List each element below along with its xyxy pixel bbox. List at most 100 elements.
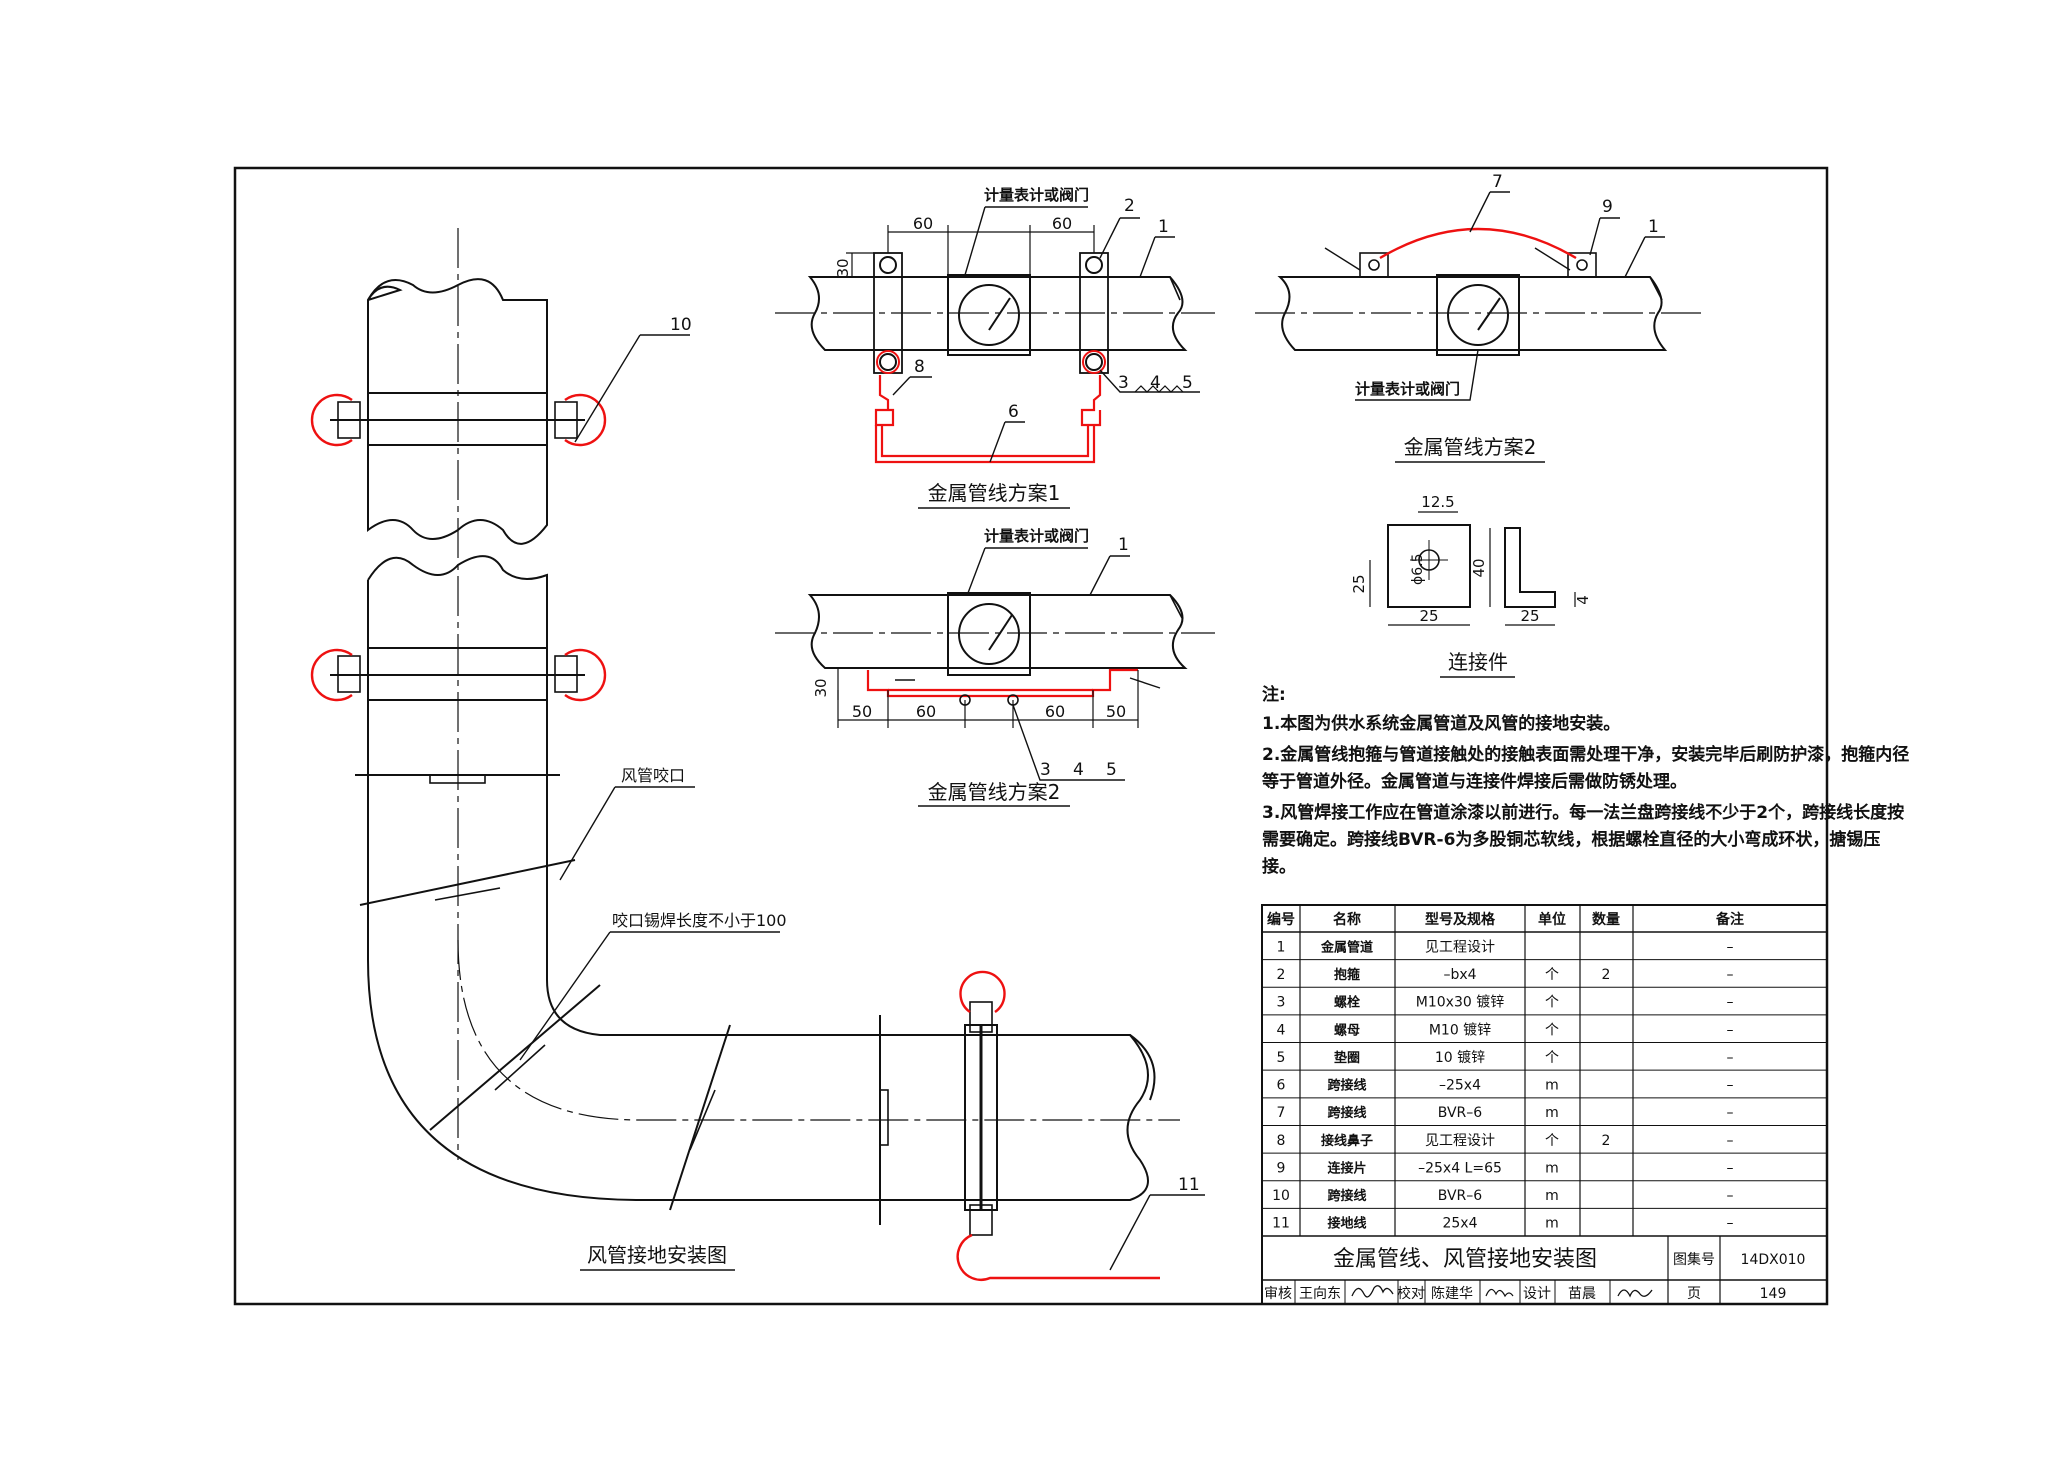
reviewer-name: 王向东 [1299, 1286, 1341, 1302]
dim-phi-6-5: ϕ6.5 [1410, 554, 1426, 586]
table-cell-name: 连接片 [1327, 1160, 1366, 1176]
page-label: 页 [1687, 1286, 1701, 1302]
dim-40: 40 [1470, 558, 1488, 577]
table-header-remark: 备注 [1715, 911, 1744, 928]
table-cell-spec: –bx4 [1443, 967, 1476, 983]
table-cell-no: 6 [1277, 1078, 1286, 1094]
table-cell-remark: – [1727, 1022, 1734, 1038]
dim-30: 30 [834, 258, 852, 277]
table-cell-no: 11 [1272, 1216, 1290, 1232]
table-cell-unit: m [1545, 1216, 1559, 1232]
table-cell-name: 垫圈 [1334, 1050, 1360, 1066]
callout-2: 2 [1124, 196, 1135, 216]
review-label: 审核 [1264, 1286, 1292, 1302]
table-cell-name: 螺母 [1334, 1022, 1360, 1038]
bom-table-grid [1261, 904, 1828, 1305]
connector-drawing [1369, 511, 1576, 678]
scheme2-drawing [1255, 191, 1705, 463]
table-cell-no: 7 [1277, 1105, 1286, 1121]
title-block: 金属管线、风管接地安装图 图集号 14DX010 审核 王向东 校对 陈建华 设… [1264, 1247, 1805, 1302]
checker-name: 陈建华 [1431, 1285, 1473, 1302]
table-cell-no: 5 [1277, 1050, 1286, 1066]
table-cell-spec: 10 镀锌 [1435, 1049, 1485, 1066]
table-cell-remark: – [1727, 967, 1734, 983]
table-cell-spec: –25x4 L=65 [1418, 1160, 1502, 1176]
seam-weld-label: 咬口锡焊长度不小于100 [612, 911, 787, 930]
page-number: 149 [1760, 1286, 1787, 1302]
table-cell-spec: 见工程设计 [1425, 939, 1495, 955]
callout-4: 4 [1150, 373, 1161, 393]
note-line-5: 需要确定。跨接线BVR-6为多股铜芯软线，根据螺栓直径的大小弯成环状，搪锡压 [1262, 830, 1881, 850]
dim-60: 60 [913, 214, 933, 233]
designer-name: 苗晨 [1568, 1286, 1596, 1302]
table-header-name: 名称 [1333, 911, 1361, 928]
table-cell-unit: m [1545, 1105, 1559, 1121]
callout-1: 1 [1158, 217, 1169, 237]
callout-3: 3 [1040, 760, 1051, 780]
table-cell-spec: –25x4 [1439, 1078, 1481, 1094]
table-cell-spec: BVR–6 [1438, 1188, 1482, 1204]
table-cell-spec: 25x4 [1442, 1216, 1477, 1232]
table-cell-name: 接线鼻子 [1321, 1133, 1373, 1149]
table-cell-no: 4 [1277, 1022, 1286, 1038]
table-cell-unit: 个 [1545, 967, 1559, 983]
duct-grounding-drawing [310, 228, 1205, 1281]
dim-12-5: 12.5 [1421, 493, 1454, 511]
table-header-qty: 数量 [1592, 911, 1620, 928]
table-cell-spec: BVR–6 [1438, 1105, 1482, 1121]
notes-heading: 注: [1262, 685, 1286, 705]
table-cell-spec: M10x30 镀锌 [1416, 994, 1504, 1011]
table-cell-unit: 个 [1545, 995, 1559, 1011]
scheme1b-title: 金属管线方案2 [928, 780, 1061, 804]
table-cell-qty: 2 [1602, 1133, 1611, 1149]
note-line-2: 2.金属管线抱箍与管道接触处的接触表面需处理干净，安装完毕后刷防护漆，抱箍内径 [1262, 745, 1910, 765]
table-cell-name: 跨接线 [1327, 1188, 1366, 1204]
callout-9: 9 [1602, 197, 1613, 217]
table-cell-spec: M10 镀锌 [1429, 1021, 1491, 1038]
atlas-number: 14DX010 [1741, 1252, 1806, 1268]
designer-signature [1617, 1289, 1653, 1298]
drawing-title: 金属管线、风管接地安装图 [1333, 1247, 1597, 1272]
atlas-label: 图集号 [1673, 1251, 1715, 1268]
table-cell-remark: – [1727, 1105, 1734, 1121]
table-cell-name: 接地线 [1327, 1216, 1366, 1232]
dim-60: 60 [1052, 214, 1072, 233]
design-label: 设计 [1523, 1286, 1551, 1302]
table-cell-qty: 2 [1602, 967, 1611, 983]
note-line-3: 等于管道外径。金属管道与连接件焊接后需做防锈处理。 [1262, 772, 1687, 792]
meter-label-3: 计量表计或阀门 [1355, 380, 1460, 398]
callout-7: 7 [1492, 172, 1503, 192]
table-cell-remark: – [1727, 1078, 1734, 1094]
callout-1: 1 [1648, 217, 1659, 237]
callout-5: 5 [1106, 760, 1117, 780]
table-cell-remark: – [1727, 1160, 1734, 1176]
table-cell-no: 2 [1277, 967, 1286, 983]
callout-4: 4 [1073, 760, 1084, 780]
table-cell-unit: 个 [1545, 1050, 1559, 1066]
scheme1-drawing [775, 206, 1215, 509]
table-cell-name: 跨接线 [1327, 1078, 1366, 1094]
sheet-border [233, 166, 1829, 1306]
dim-60: 60 [1045, 702, 1065, 721]
dim-60: 60 [916, 702, 936, 721]
checker-signature [1485, 1288, 1514, 1298]
callout-5: 5 [1182, 373, 1193, 393]
reviewer-signature [1351, 1285, 1394, 1298]
table-cell-unit: 个 [1545, 1022, 1559, 1038]
table-cell-unit: m [1545, 1188, 1559, 1204]
dim-30: 30 [812, 678, 830, 697]
dim-25: 25 [1520, 607, 1539, 625]
connector-title: 连接件 [1448, 650, 1508, 674]
dim-4: 4 [1574, 595, 1592, 605]
scheme1b-drawing [775, 547, 1215, 807]
table-cell-no: 3 [1277, 995, 1286, 1011]
callout-11: 11 [1178, 1175, 1200, 1195]
table-cell-unit: m [1545, 1078, 1559, 1094]
table-cell-remark: – [1727, 995, 1734, 1011]
scheme2-title: 金属管线方案2 [1404, 435, 1537, 459]
callout-8: 8 [914, 357, 925, 377]
dim-50: 50 [852, 702, 872, 721]
note-line-4: 3.风管焊接工作应在管道涂漆以前进行。每一法兰盘跨接线不少于2个，跨接线长度按 [1262, 803, 1905, 823]
dim-25: 25 [1419, 607, 1438, 625]
